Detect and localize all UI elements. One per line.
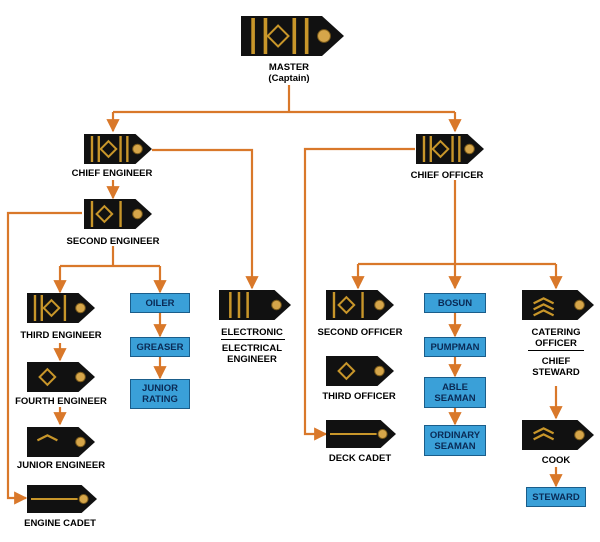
chief-engineer-label: CHIEF ENGINEER [71,168,153,179]
junior-rating-line2: RATING [142,394,178,405]
connectors [6,85,563,505]
connector-ce-electrical [152,148,259,290]
electronic-label: ELECTRONIC [221,327,283,338]
catering-officer-label: CATERING OFFICER [532,327,581,349]
bosun-box: BOSUN [424,293,486,313]
chief-officer-label: CHIEF OFFICER [410,170,484,181]
second-officer-label: SECOND OFFICER [317,327,403,338]
pumpman-box: PUMPMAN [424,337,486,357]
fourth-engineer-label: FOURTH ENGINEER [15,396,107,407]
chief-officer-epaulette [416,134,484,164]
third-officer-epaulette [326,356,394,386]
oiler-box: OILER [130,293,190,313]
connector-se-engine-cadet [6,211,82,505]
catering-officer-line2: OFFICER [535,338,577,349]
engine-cadet-label: ENGINE CADET [24,518,96,529]
third-engineer-epaulette [27,293,95,323]
steward-text: STEWARD [532,491,580,503]
able-seaman-line1: ABLE [442,381,468,393]
master-label-line1: MASTER [268,62,310,73]
bosun-text: BOSUN [437,297,473,309]
electrical-divider [221,339,285,340]
electrical-engineer-label: ELECTRICAL ENGINEER [222,343,282,365]
master-label-line2: (Captain) [268,73,310,84]
ordinary-seaman-line1: ORDINARY [429,429,481,441]
second-engineer-label: SECOND ENGINEER [66,236,160,247]
junior-engineer-epaulette [27,427,95,457]
electrical-engineer-line2: ENGINEER [227,354,277,365]
junior-rating-box: JUNIOR RATING [130,379,190,409]
electrical-engineer-epaulette [219,290,291,320]
oiler-text: OILER [145,297,175,309]
catering-officer-line1: CATERING [531,327,581,338]
steward-box: STEWARD [526,487,586,507]
master-epaulette [241,16,344,56]
deck-cadet-label: DECK CADET [328,453,392,464]
junior-rating-line1: JUNIOR [142,383,178,394]
deck-cadet-epaulette [326,420,396,448]
master-label: MASTER (Captain) [268,62,309,84]
connector-co-deck-cadet [303,147,415,441]
ordinary-seaman-box: ORDINARY SEAMAN [424,425,486,456]
fourth-engineer-epaulette [27,362,95,392]
chief-steward-line2: STEWARD [532,367,580,378]
cook-label: COOK [541,455,571,466]
second-engineer-epaulette [84,199,152,229]
pumpman-text: PUMPMAN [430,341,480,353]
able-seaman-box: ABLE SEAMAN [424,377,486,408]
catering-officer-epaulette [522,290,594,320]
cook-epaulette [522,420,594,450]
chief-steward-label: CHIEF STEWARD [532,356,580,378]
junior-engineer-label: JUNIOR ENGINEER [16,460,106,471]
engine-cadet-epaulette [27,485,97,513]
chief-engineer-epaulette [84,134,152,164]
second-officer-epaulette [326,290,394,320]
able-seaman-line2: SEAMAN [434,392,476,404]
third-engineer-label: THIRD ENGINEER [20,330,102,341]
greaser-box: GREASER [130,337,190,357]
ordinary-seaman-line2: SEAMAN [434,440,476,452]
chief-steward-line1: CHIEF [541,356,571,367]
catering-divider [528,350,584,351]
greaser-text: GREASER [136,341,184,353]
electrical-engineer-line1: ELECTRICAL [221,343,283,354]
third-officer-label: THIRD OFFICER [322,391,396,402]
